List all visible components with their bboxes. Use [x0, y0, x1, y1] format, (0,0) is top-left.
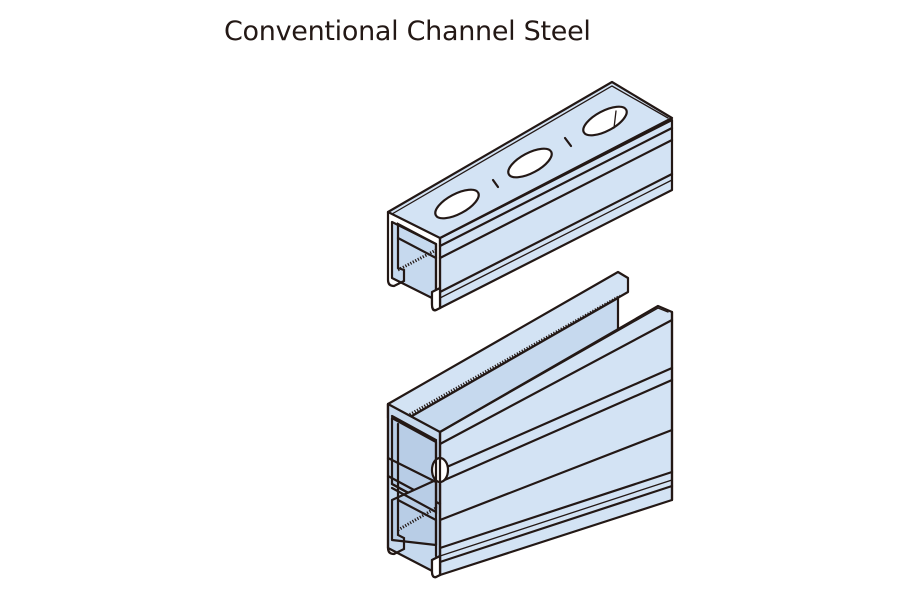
slot-holes	[434, 105, 628, 220]
diagram-title: Conventional Channel Steel	[224, 16, 591, 47]
double-back-to-back-strut-channel	[386, 270, 674, 579]
single-slotted-strut-channel	[386, 80, 674, 312]
